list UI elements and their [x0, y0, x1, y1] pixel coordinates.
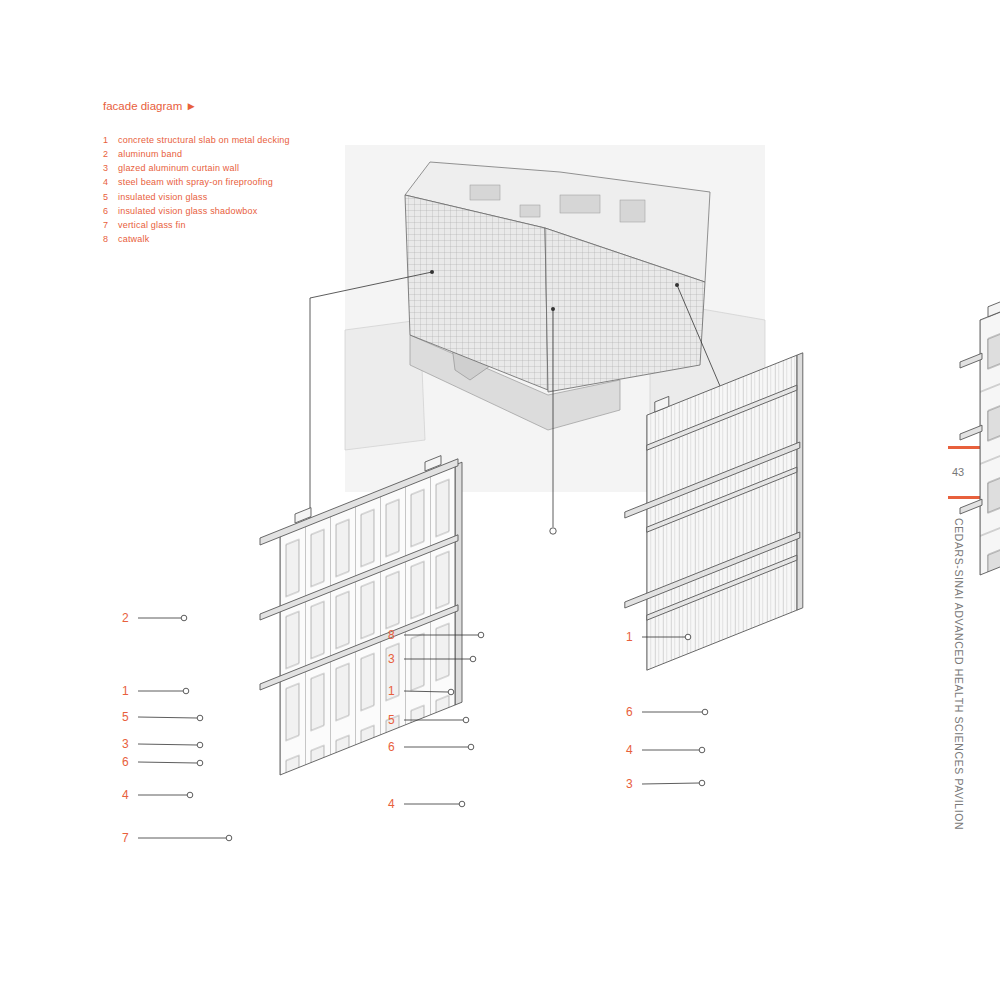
callout-number: 3: [626, 778, 633, 790]
key-text: concrete structural slab on metal deckin…: [118, 136, 290, 145]
callout-number: 4: [388, 798, 395, 810]
key-number: 2: [103, 150, 108, 159]
key-text: glazed aluminum curtain wall: [118, 164, 239, 173]
key-number: 6: [103, 207, 108, 216]
callout-number: 1: [388, 685, 395, 697]
key-number: 1: [103, 136, 108, 145]
page-number: 43: [952, 467, 964, 478]
key-number: 3: [103, 164, 108, 173]
callout-number: 6: [122, 756, 129, 768]
key-number: 4: [103, 178, 108, 187]
key-text: aluminum band: [118, 150, 182, 159]
key-text: insulated vision glass: [118, 193, 207, 202]
key-number: 7: [103, 221, 108, 230]
running-title: CEDARS-SINAI ADVANCED HEALTH SCIENCES PA…: [954, 518, 965, 830]
callout-number: 1: [122, 685, 129, 697]
key-text: steel beam with spray-on fireproofing: [118, 178, 273, 187]
callout-number: 2: [122, 612, 129, 624]
callout-number: 5: [388, 714, 395, 726]
callout-number: 7: [122, 832, 129, 844]
callout-number: 1: [626, 631, 633, 643]
callout-number: 6: [626, 706, 633, 718]
callout-number: 5: [122, 711, 129, 723]
key-text: vertical glass fin: [118, 221, 186, 230]
diagram-title: facade diagram ►: [103, 101, 197, 113]
key-number: 8: [103, 235, 108, 244]
key-number: 5: [103, 193, 108, 202]
callout-number: 3: [122, 738, 129, 750]
callout-number: 3: [388, 653, 395, 665]
callout-number: 6: [388, 741, 395, 753]
key-text: insulated vision glass shadowbox: [118, 207, 257, 216]
callout-number: 4: [626, 744, 633, 756]
callout-number: 8: [388, 629, 395, 641]
callout-number: 4: [122, 789, 129, 801]
key-text: catwalk: [118, 235, 149, 244]
